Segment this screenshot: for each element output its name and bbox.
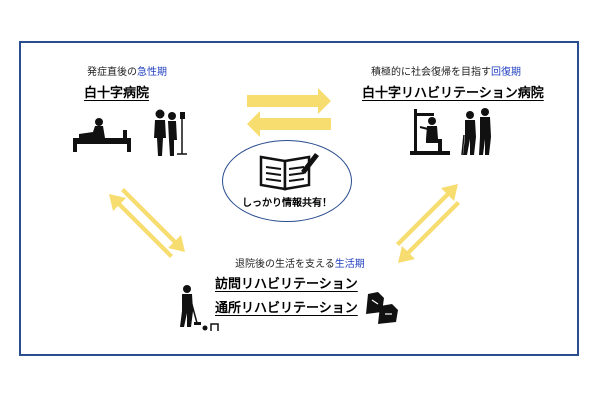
acute-caption-prefix: 発症直後の [87, 67, 137, 78]
living-title-home-visit: 訪問リハビリテーション [215, 277, 358, 292]
arrow-living-to-acute [109, 194, 173, 258]
nurse-with-iv-stand-icon [154, 109, 187, 156]
exercise-machine-icon [410, 109, 450, 155]
arrow-acute-to-living [121, 188, 185, 252]
acute-title: 白十字病院 [84, 86, 150, 101]
arrow-living-to-recovery [396, 184, 458, 246]
arrow-acute-to-recovery [247, 88, 331, 114]
living-caption-prefix: 退院後の生活を支える [235, 259, 335, 270]
living-title-day-care: 通所リハビリテーション [215, 301, 358, 316]
living-caption: 退院後の生活を支える生活期 [235, 255, 365, 270]
patient-in-bed-icon [73, 118, 131, 152]
notebook-pen-icon [259, 153, 319, 191]
gateball-player-icon [180, 285, 219, 331]
info-sharing-label: しっかり情報共有！ [242, 198, 332, 209]
recovery-caption-highlight: 回復期 [491, 67, 521, 78]
walking-support-icon [461, 108, 491, 156]
recovery-title: 白十字リハビリテーション病院 [362, 86, 544, 101]
recovery-caption: 積極的に社会復帰を目指す回復期 [371, 63, 521, 78]
info-sharing-ellipse: しっかり情報共有！ [222, 140, 352, 222]
acute-caption: 発症直後の急性期 [87, 63, 167, 78]
recovery-caption-prefix: 積極的に社会復帰を目指す [371, 67, 491, 78]
arrow-recovery-to-living [398, 201, 460, 263]
acute-caption-highlight: 急性期 [137, 67, 167, 78]
arrow-recovery-to-acute [247, 111, 331, 137]
living-caption-highlight: 生活期 [334, 259, 365, 270]
diagram-frame [19, 41, 579, 356]
shogi-pieces-icon [366, 292, 398, 324]
